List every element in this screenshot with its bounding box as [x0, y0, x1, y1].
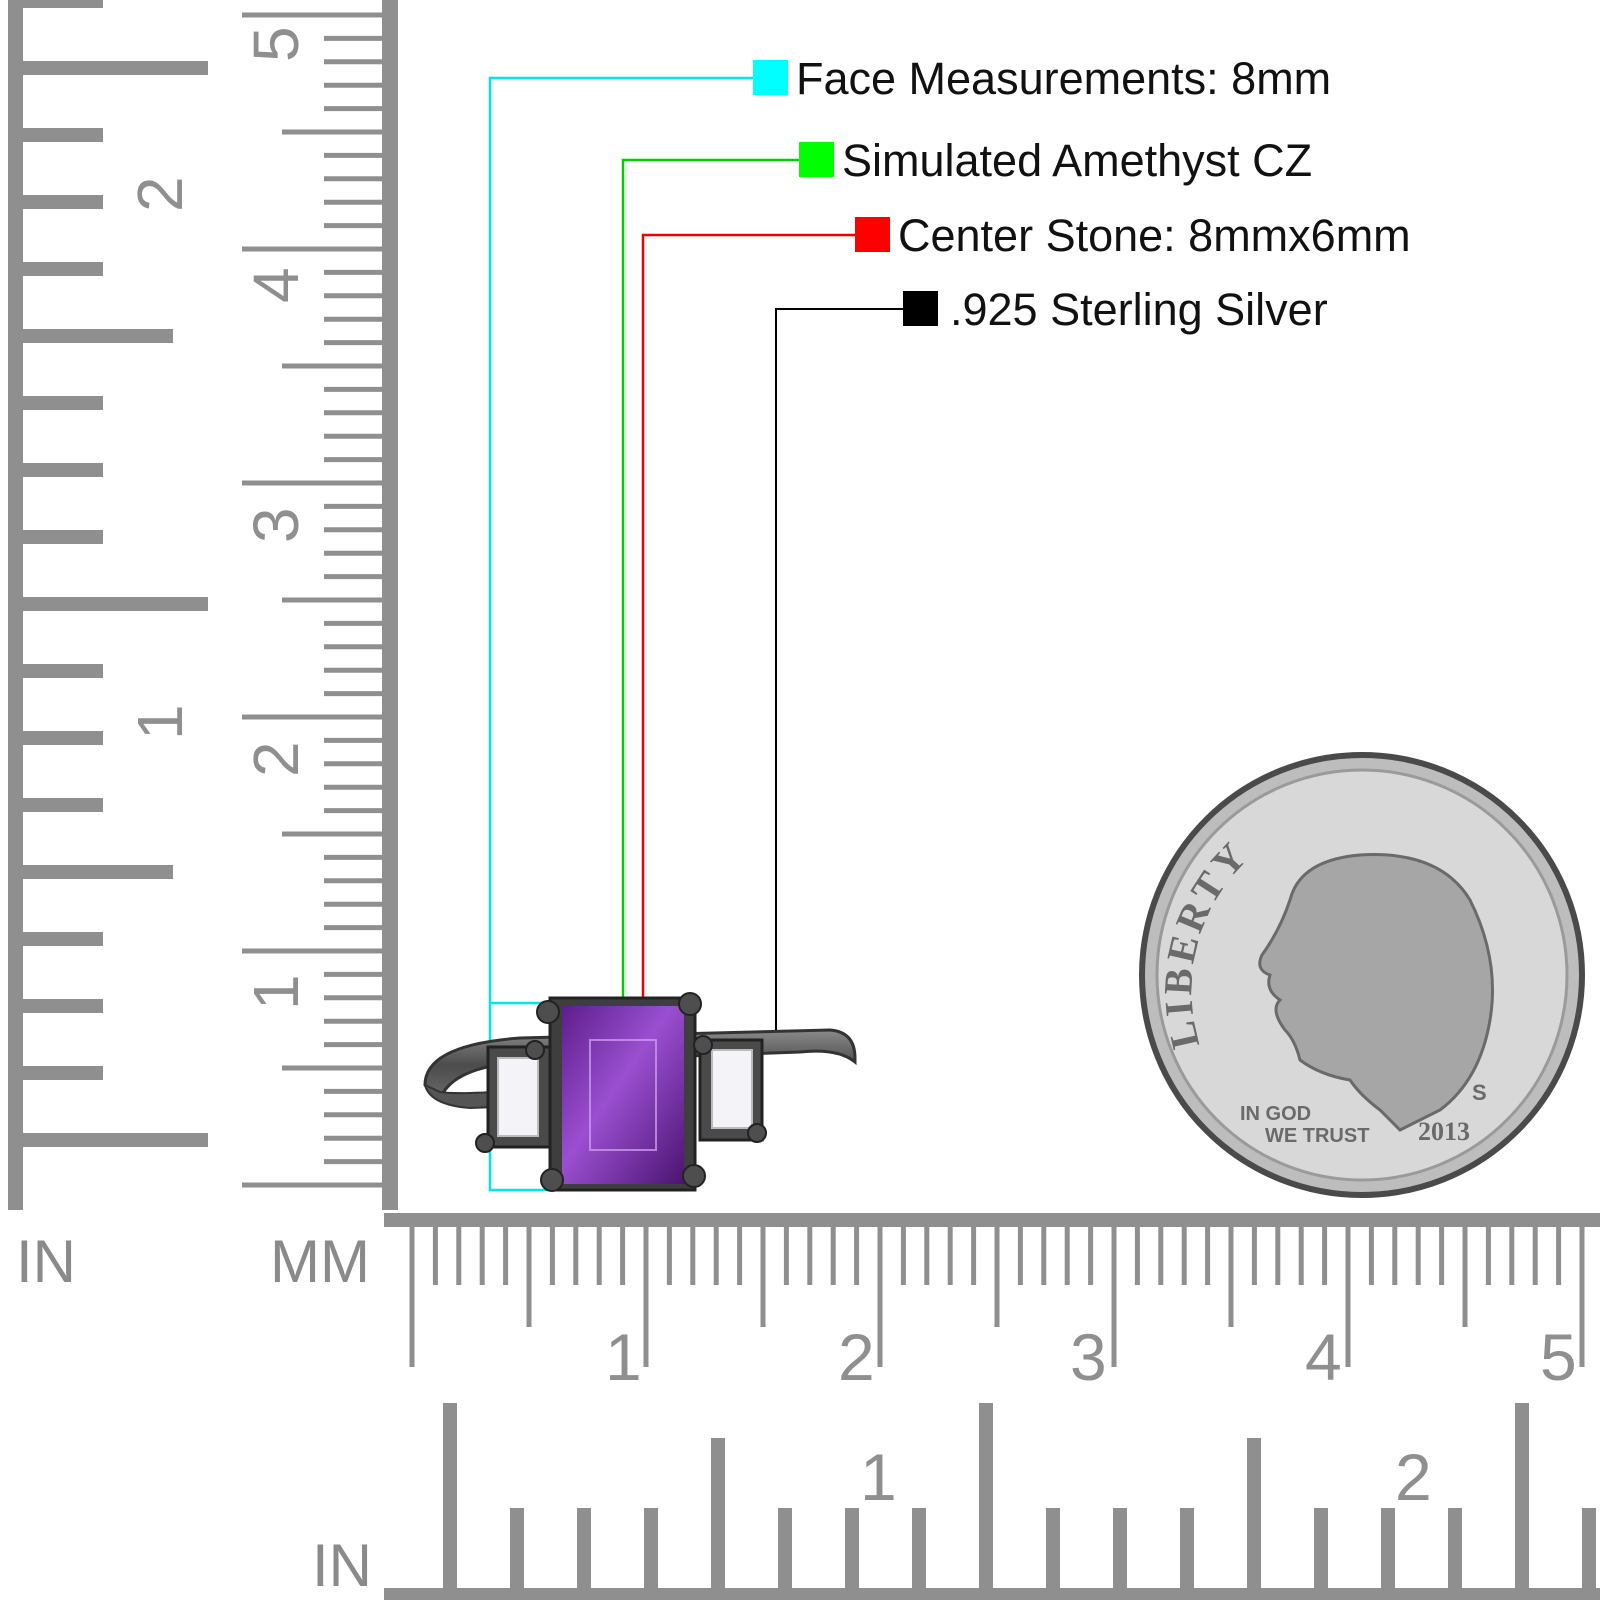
horizontal-ruler: 1 2 3 4 5 1 2 [384, 1213, 1600, 1600]
label-mm: MM [270, 1228, 370, 1295]
vertical-inch-ticks [23, 0, 208, 1147]
vertical-mm-number-1: 1 [240, 974, 312, 1010]
horizontal-in-number-2: 2 [1395, 1440, 1432, 1514]
vertical-mm-number-3: 3 [240, 507, 312, 543]
horizontal-in-number-1: 1 [860, 1440, 897, 1514]
amethyst-leader [621, 158, 800, 1045]
vertical-mm-ticks [242, 12, 382, 1188]
horizontal-mm-number-1: 1 [605, 1320, 642, 1394]
legend-swatch-red [855, 217, 890, 252]
vertical-in-number-1: 1 [124, 704, 196, 740]
dime-coin: LIBERTY IN GOD WE TRUST S 2013 [1139, 752, 1585, 1198]
label-in-bottom: IN [312, 1532, 372, 1599]
horizontal-mm-number-2: 2 [838, 1320, 875, 1394]
legend-label-simulated-amethyst: Simulated Amethyst CZ [842, 135, 1313, 186]
vertical-mm-number-5: 5 [240, 26, 312, 62]
horizontal-mm-ticks [409, 1227, 1585, 1367]
legend-label-face-measurements: Face Measurements: 8mm [796, 53, 1332, 104]
coin-portrait [1258, 853, 1494, 1132]
center-stone [562, 1006, 684, 1184]
horizontal-mm-number-3: 3 [1070, 1320, 1107, 1394]
vertical-mm-number-4: 4 [240, 267, 312, 303]
coin-motto-line-1: IN GOD [1240, 1103, 1311, 1125]
legend-swatch-cyan [753, 60, 788, 95]
coin-mint-mark: S [1472, 1080, 1487, 1105]
center-stone-table [589, 1039, 657, 1151]
legend-swatch-black [903, 291, 938, 326]
horizontal-mm-number-5: 5 [1540, 1320, 1577, 1394]
vertical-ruler: 1 2 1 2 3 4 5 [8, 0, 398, 1210]
ring-image [423, 992, 857, 1192]
legend-swatch-green [799, 142, 834, 177]
prongs [475, 992, 767, 1192]
horizontal-inch-ticks [443, 1403, 1596, 1588]
coin-motto-line-2: WE TRUST [1265, 1125, 1369, 1147]
legend-label-center-stone: Center Stone: 8mmx6mm [898, 210, 1411, 261]
silver-leader [775, 308, 903, 1045]
center-stone-leader [641, 233, 856, 1045]
vertical-mm-number-2: 2 [240, 741, 312, 777]
vertical-in-number-2: 2 [124, 176, 196, 212]
horizontal-mm-number-4: 4 [1305, 1320, 1342, 1394]
legend-swatches [753, 60, 938, 326]
right-baguette-stone [711, 1049, 753, 1129]
left-baguette-stone [497, 1057, 539, 1137]
coin-year: 2013 [1418, 1117, 1470, 1146]
label-in-left: IN [16, 1228, 76, 1295]
legend-label-sterling-silver: .925 Sterling Silver [950, 284, 1328, 335]
